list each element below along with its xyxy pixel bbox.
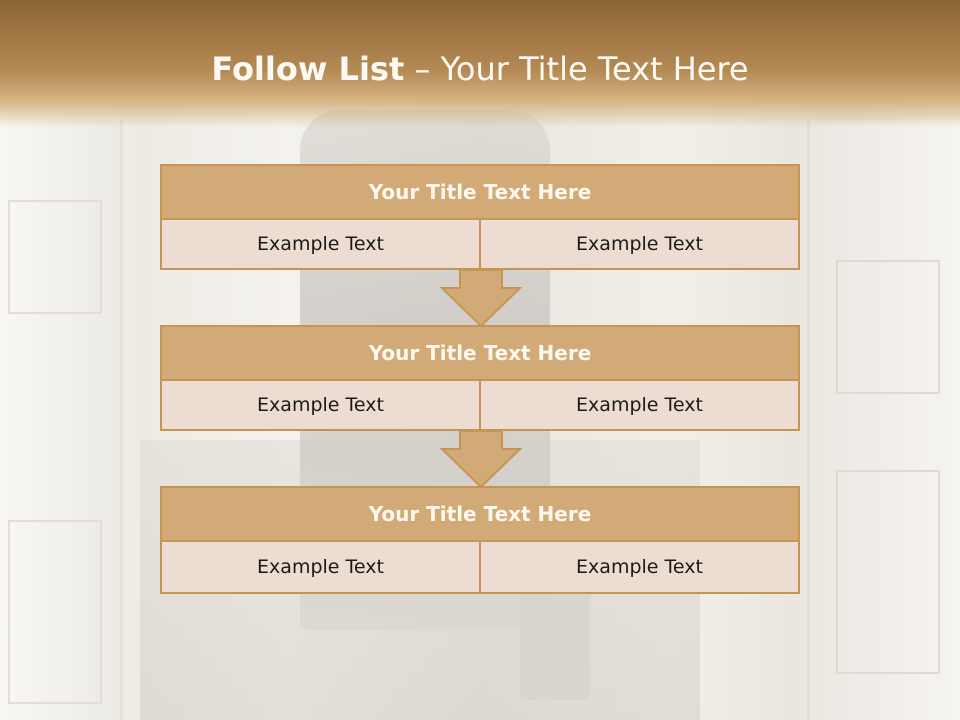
step-row: Example Text Example Text — [160, 542, 800, 594]
background-lamp — [520, 590, 590, 700]
step-cell-right: Example Text — [481, 220, 800, 270]
step-cell-right: Example Text — [481, 381, 800, 431]
step-row: Example Text Example Text — [160, 220, 800, 270]
page-title-rest: – Your Title Text Here — [404, 50, 749, 88]
step-cell-right: Example Text — [481, 542, 800, 594]
step-title: Your Title Text Here — [160, 325, 800, 381]
background-right-door — [807, 120, 960, 720]
step-title: Your Title Text Here — [160, 164, 800, 220]
background-right-panel — [836, 470, 940, 674]
header-band — [0, 0, 960, 128]
background-left-panel — [8, 520, 102, 704]
step-cell-left: Example Text — [160, 542, 481, 594]
step-block-2: Your Title Text Here Example Text Exampl… — [160, 325, 800, 431]
step-block-1: Your Title Text Here Example Text Exampl… — [160, 164, 800, 270]
background-left-panel — [8, 200, 102, 314]
down-arrow-icon — [440, 270, 522, 328]
step-title: Your Title Text Here — [160, 486, 800, 542]
page-title: Follow List – Your Title Text Here — [0, 50, 960, 88]
step-cell-left: Example Text — [160, 220, 481, 270]
step-row: Example Text Example Text — [160, 381, 800, 431]
page-title-bold: Follow List — [211, 50, 405, 88]
down-arrow-icon — [440, 431, 522, 489]
step-cell-left: Example Text — [160, 381, 481, 431]
background-left-door — [0, 120, 123, 720]
step-block-3: Your Title Text Here Example Text Exampl… — [160, 486, 800, 594]
background-right-panel — [836, 260, 940, 394]
